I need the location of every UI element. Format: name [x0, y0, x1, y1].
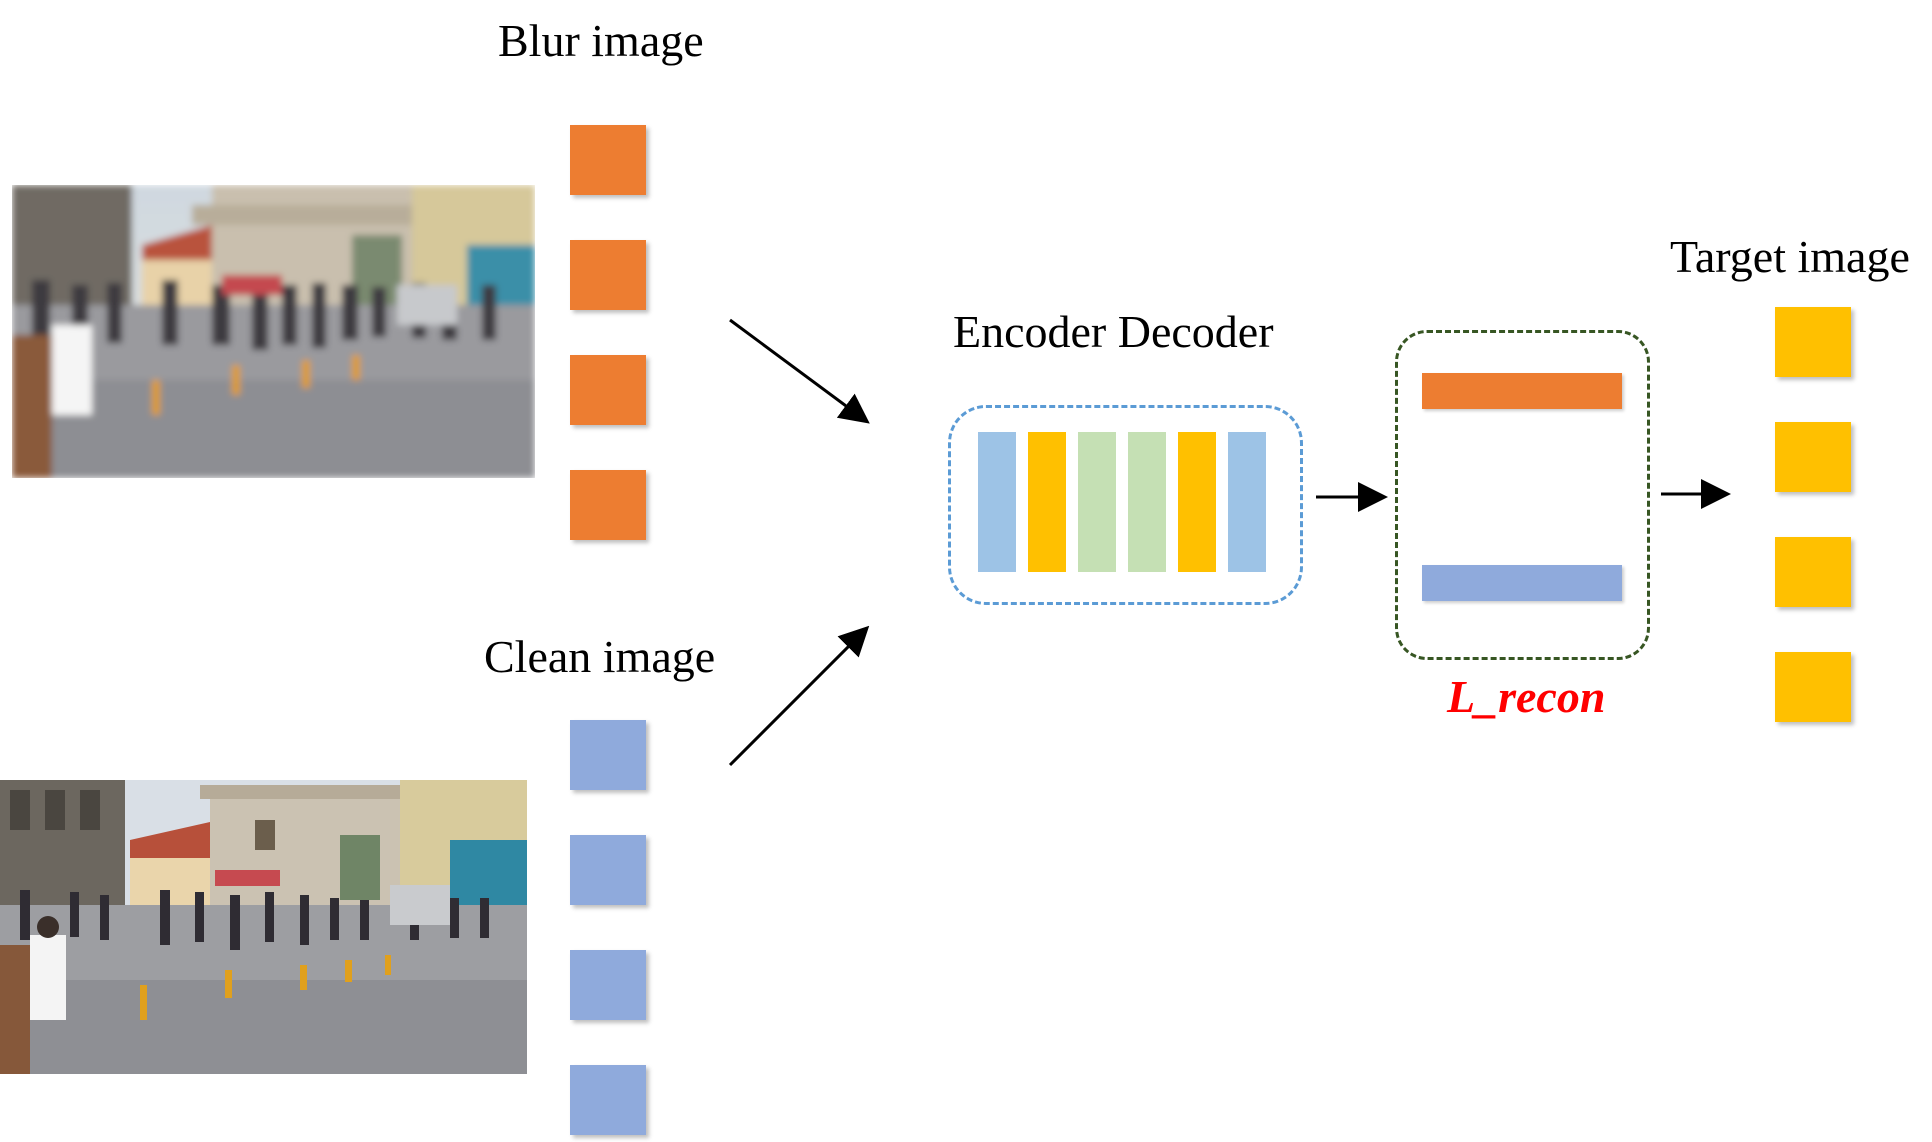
clean-token-3	[570, 950, 646, 1020]
blur-feature-bar	[1422, 373, 1622, 409]
blur-token-1	[570, 125, 646, 195]
clean-image	[0, 780, 527, 1074]
encoder-layer-2	[1028, 432, 1066, 572]
arrow-clean-to-encoder	[728, 625, 870, 767]
encoder-decoder-box	[948, 405, 1303, 605]
clean-feature-bar	[1422, 565, 1622, 601]
target-token-4	[1775, 652, 1851, 722]
clean-token-2	[570, 835, 646, 905]
encoder-decoder-label: Encoder Decoder	[953, 306, 1274, 357]
encoder-layer-5	[1178, 432, 1216, 572]
loss-label: L_recon	[1447, 671, 1606, 722]
clean-token-1	[570, 720, 646, 790]
clean-token-4	[570, 1065, 646, 1135]
clean-image-label: Clean image	[484, 631, 716, 682]
blur-token-2	[570, 240, 646, 310]
encoder-layer-3	[1078, 432, 1116, 572]
encoder-layer-6	[1228, 432, 1266, 572]
encoder-layer-1	[978, 432, 1016, 572]
blur-token-3	[570, 355, 646, 425]
target-token-2	[1775, 422, 1851, 492]
blur-image	[12, 185, 535, 478]
encoder-layer-4	[1128, 432, 1166, 572]
blur-token-4	[570, 470, 646, 540]
target-image-label: Target image	[1670, 231, 1910, 282]
loss-box	[1395, 330, 1650, 660]
target-token-3	[1775, 537, 1851, 607]
target-token-1	[1775, 307, 1851, 377]
blur-image-label: Blur image	[498, 15, 704, 66]
arrow-blur-to-encoder	[729, 318, 870, 424]
